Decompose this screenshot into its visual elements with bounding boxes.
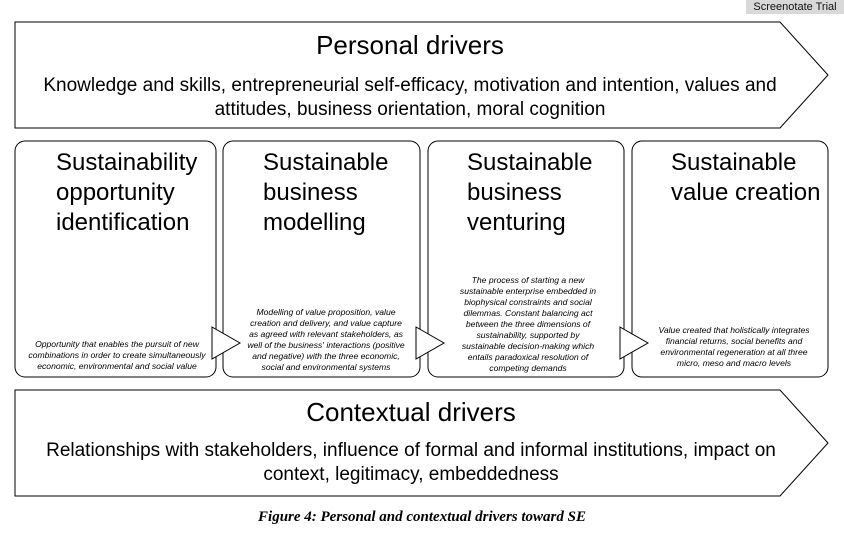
connector-arrow-3	[619, 326, 650, 360]
personal-drivers-description: Knowledge and skills, entrepreneurial se…	[43, 75, 777, 120]
stage-2-description: Modelling of value proposition, value cr…	[246, 240, 406, 373]
contextual-drivers-description: Relationships with stakeholders, influen…	[46, 440, 776, 485]
connector-arrow-1	[211, 326, 242, 360]
stage-box-2	[222, 140, 421, 378]
personal-drivers-title: Personal drivers	[316, 30, 504, 60]
stage-1-title: Sustainability opportunity identificatio…	[56, 149, 198, 236]
stage-4-title: Sustainable value creation	[671, 149, 821, 206]
personal-drivers-arrow	[14, 21, 829, 129]
trial-watermark: Screenotate Trial	[746, 0, 844, 14]
contextual-drivers-text: Contextual drivers Relationships with st…	[28, 397, 794, 487]
contextual-drivers-title: Contextual drivers	[306, 397, 516, 427]
stage-1-description-text: Opportunity that enables the pursuit of …	[28, 339, 206, 371]
personal-drivers-text: Personal drivers Knowledge and skills, e…	[30, 30, 790, 122]
stage-4-description-text: Value created that holistically integrat…	[658, 325, 810, 368]
stage-3-description: The process of starting a new sustainabl…	[454, 240, 602, 374]
stage-box-4	[631, 140, 829, 378]
stage-1-description: Opportunity that enables the pursuit of …	[26, 250, 208, 372]
stage-2-description-text: Modelling of value proposition, value cr…	[247, 307, 405, 372]
stage-3-description-text: The process of starting a new sustainabl…	[459, 275, 597, 373]
stage-2-title: Sustainable business modelling	[263, 149, 389, 236]
stage-box-3	[427, 140, 625, 378]
connector-arrow-2	[415, 326, 446, 360]
stage-3-title: Sustainable business venturing	[467, 149, 593, 236]
figure-caption: Figure 4: Personal and contextual driver…	[258, 509, 586, 525]
stage-box-1	[14, 140, 217, 378]
contextual-drivers-arrow	[14, 389, 829, 497]
stage-4-description: Value created that holistically integrat…	[648, 260, 820, 369]
